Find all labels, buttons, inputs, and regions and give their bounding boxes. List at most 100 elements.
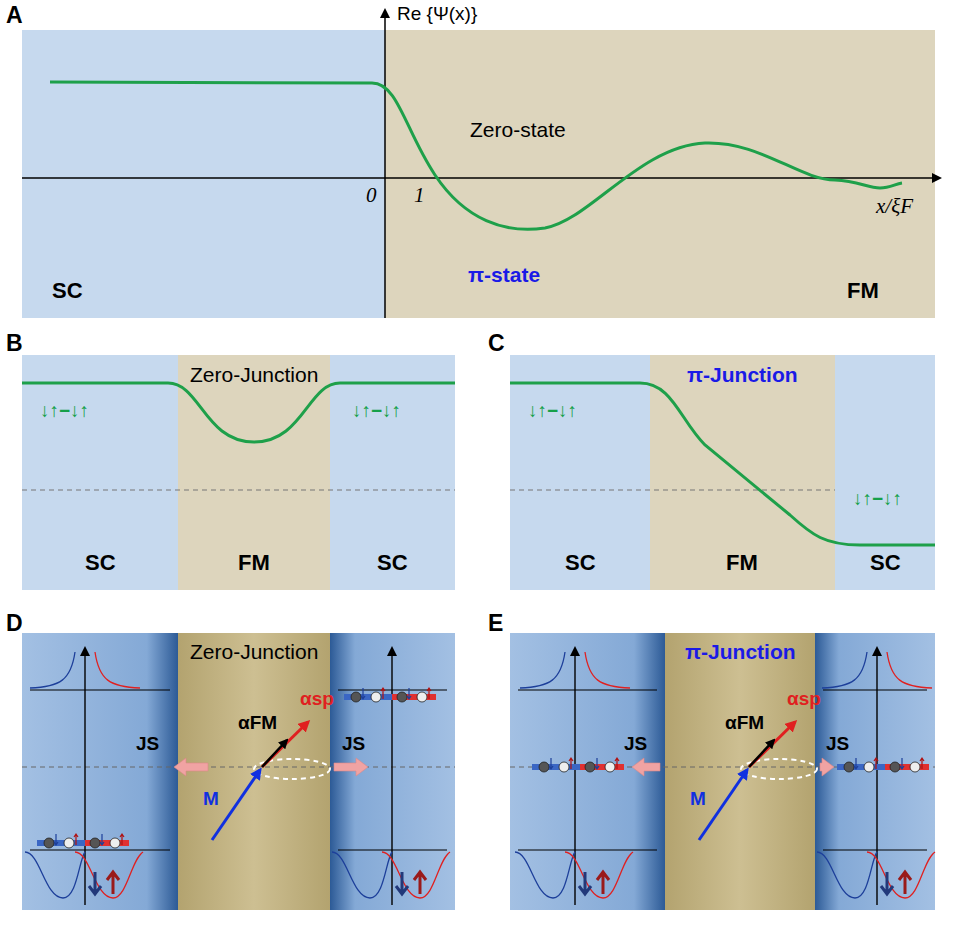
spin-arrow bbox=[54, 834, 58, 845]
dos-curve bbox=[75, 852, 143, 898]
electron-ball bbox=[864, 762, 874, 772]
text-label: FM bbox=[238, 550, 270, 575]
spin-arrow bbox=[874, 758, 878, 769]
text-label: Re {Ψ(x)} bbox=[397, 3, 477, 25]
text-label: SC bbox=[377, 550, 408, 575]
text-label: ↓↑−↓↑ bbox=[853, 488, 902, 510]
dos-curve bbox=[95, 652, 140, 688]
region-band: Zero-JunctionFM bbox=[178, 355, 330, 590]
electron-ball bbox=[351, 692, 361, 702]
electron-ball bbox=[585, 762, 595, 772]
text-label: ↓↑−↓↑ bbox=[352, 400, 401, 422]
spin-arrow bbox=[549, 758, 553, 769]
spin-arrow bbox=[120, 834, 124, 845]
dos-curve bbox=[822, 652, 867, 688]
electron-ball bbox=[559, 762, 569, 772]
magnetization-vector bbox=[699, 770, 747, 840]
electron-ball bbox=[417, 692, 427, 702]
spin-arrow bbox=[854, 758, 858, 769]
spin-arrow bbox=[427, 688, 431, 699]
text-label: Zero-state bbox=[470, 118, 566, 142]
electron-ball bbox=[110, 838, 120, 848]
text-label: αFM bbox=[238, 712, 277, 734]
text-label: SC bbox=[85, 550, 116, 575]
spin-arrow bbox=[89, 872, 101, 894]
spin-arrow bbox=[900, 758, 904, 769]
region-band: ↓↑−↓↑ SC bbox=[330, 355, 455, 590]
spin-arrow bbox=[899, 872, 911, 894]
region-band: ↓↑−↓↑SC bbox=[510, 355, 650, 590]
axis-line bbox=[518, 849, 657, 850]
dos-curve bbox=[332, 852, 392, 898]
text-label: E bbox=[488, 610, 503, 636]
text-label: Zero-Junction bbox=[190, 640, 318, 664]
dos-curve bbox=[867, 852, 935, 898]
dos-curve bbox=[382, 852, 450, 898]
region-band: π-JunctionFM bbox=[650, 355, 835, 590]
spin-arrow bbox=[407, 688, 411, 699]
electron-ball bbox=[44, 838, 54, 848]
dos-curve bbox=[887, 652, 932, 688]
text-label: αFM bbox=[725, 712, 764, 734]
spin-arrow bbox=[920, 758, 924, 769]
region-band: ↓↑−↓↑SC bbox=[835, 355, 935, 590]
dashed-line bbox=[22, 767, 455, 768]
region-band: π-Junction bbox=[665, 633, 815, 910]
text-label: αsp bbox=[300, 688, 334, 710]
axis-line bbox=[391, 648, 392, 905]
text-label: SC bbox=[52, 278, 83, 303]
text-label: FM bbox=[847, 278, 879, 303]
spin-arrow bbox=[579, 872, 591, 894]
text-label: x/ξF bbox=[876, 194, 913, 218]
electron-ball bbox=[64, 838, 74, 848]
electron-ball bbox=[605, 762, 615, 772]
spin-arrow bbox=[595, 758, 599, 769]
text-label: M bbox=[690, 788, 706, 810]
spin-current-arrow bbox=[632, 758, 660, 776]
text-label: JS bbox=[342, 733, 365, 755]
text-label: ↓↑−↓↑ bbox=[40, 400, 89, 422]
text-label: Zero-Junction bbox=[190, 363, 318, 387]
spin-arrow bbox=[597, 872, 609, 894]
spin-arrow bbox=[361, 688, 365, 699]
dos-curve bbox=[30, 652, 75, 688]
spin-arrow bbox=[396, 872, 408, 894]
text-label: B bbox=[6, 330, 23, 356]
text-label: D bbox=[6, 610, 23, 636]
spin-current-arrow bbox=[334, 758, 368, 776]
spin-arrow bbox=[107, 872, 119, 894]
spin-arrow bbox=[615, 758, 619, 769]
dos-curve bbox=[520, 652, 565, 688]
dos-curve bbox=[565, 852, 633, 898]
spin-arrow bbox=[74, 834, 78, 845]
dos-curve bbox=[585, 652, 630, 688]
text-label: JS bbox=[624, 733, 647, 755]
axis-line bbox=[518, 689, 657, 690]
text-label: SC bbox=[565, 550, 596, 575]
dos-curve bbox=[515, 852, 575, 898]
text-label: JS bbox=[826, 733, 849, 755]
electron-ball bbox=[371, 692, 381, 702]
text-label: π-state bbox=[468, 263, 540, 287]
axis-line bbox=[338, 849, 447, 850]
region-band: ↓↑−↓↑ SC bbox=[22, 355, 178, 590]
axis-line bbox=[574, 648, 575, 905]
spin-arrow bbox=[569, 758, 573, 769]
axis-line bbox=[84, 648, 85, 905]
spin-arrow bbox=[381, 688, 385, 699]
axis-line bbox=[823, 689, 927, 690]
axis-line bbox=[30, 689, 170, 690]
damping-vector bbox=[262, 740, 287, 767]
damping-vector bbox=[749, 740, 774, 767]
axis-line bbox=[876, 648, 877, 905]
dos-curve bbox=[25, 852, 85, 898]
region-band: SC bbox=[22, 30, 385, 318]
region-band: Zero-Junction bbox=[178, 633, 330, 910]
electron-ball bbox=[539, 762, 549, 772]
spin-arrow bbox=[414, 872, 426, 894]
spin-current-arrow bbox=[174, 758, 208, 776]
text-label: JS bbox=[136, 733, 159, 755]
electron-ball bbox=[890, 762, 900, 772]
text-label: αsp bbox=[787, 688, 821, 710]
text-label: C bbox=[488, 330, 505, 356]
